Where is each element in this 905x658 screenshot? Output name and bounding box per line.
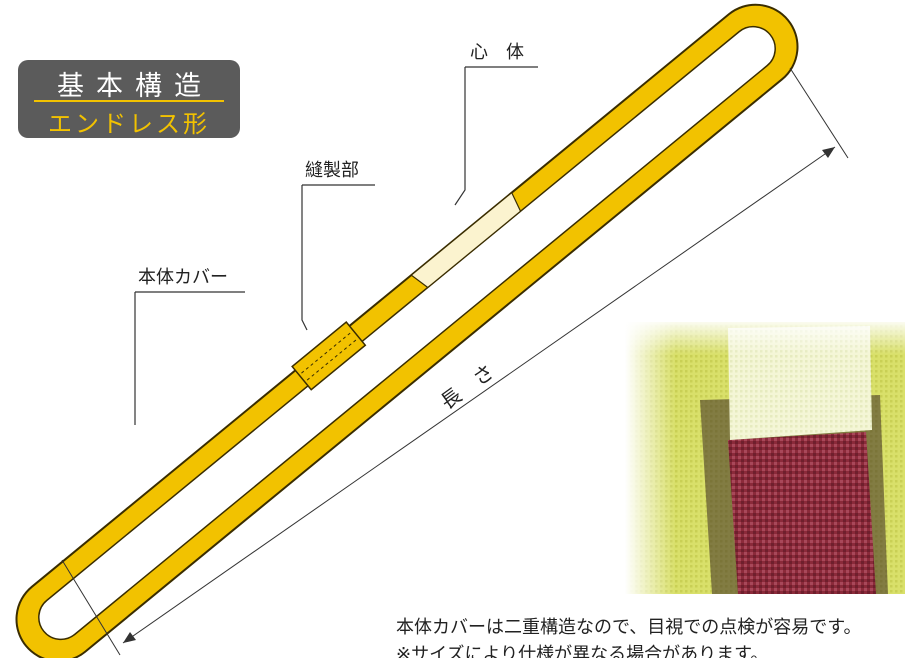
badge-subtitle: エンドレス形 bbox=[48, 110, 210, 138]
length-arrowhead-bottom bbox=[123, 632, 136, 643]
length-ext-line-top bbox=[789, 67, 849, 159]
core-label: 心 体 bbox=[470, 42, 524, 63]
stitch-line-2 bbox=[306, 339, 357, 381]
caption-line-1: 本体カバーは二重構造なので、目視での点検が容易です。 bbox=[396, 617, 862, 638]
sling-inner-opening bbox=[38, 25, 776, 641]
length-dimension-line bbox=[122, 146, 836, 644]
photo-fade-top bbox=[625, 322, 905, 594]
sewn-leader-line bbox=[301, 185, 308, 331]
length-label: 長 さ bbox=[436, 359, 499, 414]
sling-body bbox=[15, 3, 799, 658]
exposed-core bbox=[410, 191, 522, 289]
sewn-sleeve bbox=[291, 321, 367, 391]
structure-badge: 基本構造 エンドレス形 bbox=[18, 60, 240, 138]
stitch-line-1 bbox=[301, 332, 352, 374]
caption-line-2: ※サイズにより仕様が異なる場合があります。 bbox=[396, 644, 769, 658]
sewn-part-label: 縫製部 bbox=[305, 160, 359, 181]
closeup-photo bbox=[625, 322, 905, 594]
body-cover-label: 本体カバー bbox=[138, 267, 228, 288]
length-ext-line-bottom bbox=[61, 559, 121, 656]
badge-title: 基本構造 bbox=[57, 71, 213, 102]
badge-divider bbox=[34, 100, 224, 102]
core-leader-line bbox=[454, 67, 466, 206]
length-arrowhead-top bbox=[822, 147, 835, 158]
caption: 本体カバーは二重構造なので、目視での点検が容易です。 ※サイズにより仕様が異なる… bbox=[396, 614, 905, 658]
